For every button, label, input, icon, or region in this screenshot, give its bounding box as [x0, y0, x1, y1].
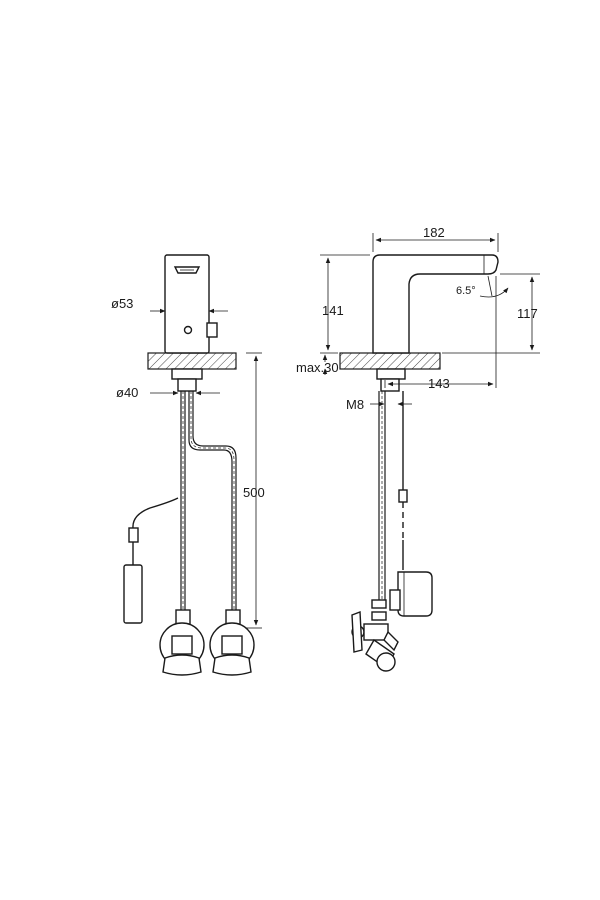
- front-faucet-body: [164, 254, 210, 354]
- dim-front-body-diameter: ø53: [111, 296, 133, 311]
- dim-thread: M8: [346, 397, 364, 412]
- side-valve: [351, 599, 399, 672]
- dim-projection: 143: [428, 376, 450, 391]
- front-sensor-dot: [183, 325, 193, 335]
- front-shank: [171, 368, 203, 380]
- front-control-box: [123, 564, 143, 624]
- front-view: ø53 ø40 500: [111, 254, 265, 676]
- front-counter: [147, 352, 237, 370]
- front-valve-left: [159, 609, 205, 676]
- side-faucet-body: [372, 254, 499, 354]
- dim-max-counter: max.30: [296, 360, 339, 375]
- front-hose-left: [180, 391, 186, 610]
- front-hose-right: [188, 391, 237, 610]
- front-side-connector: [206, 322, 218, 338]
- dim-front-base-diameter: ø40: [116, 385, 138, 400]
- dim-spout-angle: 6.5°: [456, 285, 476, 297]
- dim-hose-length: 500: [243, 485, 265, 500]
- side-hose: [378, 391, 386, 600]
- side-control-box: [397, 571, 433, 617]
- dim-spout-reach: 182: [423, 225, 445, 240]
- front-valve-right: [209, 609, 255, 676]
- side-view: 182 141 117 6.5° max.30 143 M8: [296, 225, 540, 672]
- dim-outlet-height: 117: [517, 306, 538, 321]
- dim-body-height: 141: [322, 303, 344, 318]
- front-sensor-cable: [132, 497, 179, 529]
- side-counter: [339, 352, 441, 370]
